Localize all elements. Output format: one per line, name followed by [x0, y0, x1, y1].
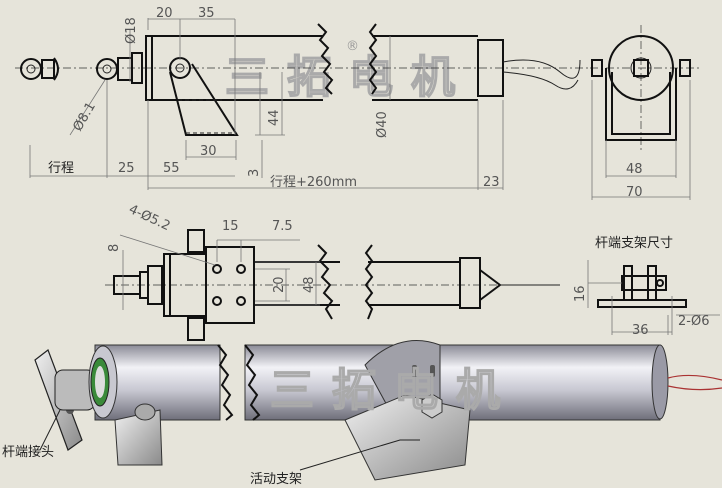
- dim-23: 23: [483, 175, 500, 190]
- dim-70: 70: [626, 185, 643, 200]
- dim-7-5: 7.5: [272, 219, 293, 234]
- dim-dia8-1: Ø8.1: [70, 100, 98, 134]
- dim-15: 15: [222, 219, 239, 234]
- label-movable-bracket: 活动支架: [250, 472, 302, 487]
- dim-8: 8: [107, 244, 122, 252]
- dim-20-side: 20: [272, 276, 287, 293]
- dim-30: 30: [200, 144, 217, 159]
- dim-55: 55: [163, 161, 180, 176]
- dim-dia40: Ø40: [375, 111, 390, 138]
- dim-20: 20: [156, 6, 173, 21]
- registered-mark: ®: [346, 39, 359, 54]
- end-view: 48 70: [590, 25, 700, 200]
- rod-bracket-title: 杆端支架尺寸: [595, 236, 673, 251]
- mount-holes: [212, 264, 246, 306]
- dim-holes: 4-Ø5.2: [126, 202, 172, 234]
- dim-2-holes: 2-Ø6: [678, 314, 709, 329]
- dim-stroke: 行程: [48, 161, 74, 176]
- dim-16: 16: [573, 285, 588, 302]
- dim-35: 35: [198, 6, 215, 21]
- label-rod-joint: 杆端接头: [2, 444, 54, 460]
- dim-dia18: Ø18: [124, 17, 139, 44]
- watermark-bottom: 三拓电机: [270, 365, 518, 416]
- dim-25: 25: [118, 161, 135, 176]
- watermark-top: 三拓电机: [225, 52, 473, 103]
- dim-48: 48: [626, 162, 643, 177]
- dim-48-side: 48: [302, 276, 317, 293]
- dim-total-length: 行程+260mm: [270, 175, 357, 190]
- dim-36: 36: [632, 323, 649, 338]
- side-view: 4-Ø5.2 15 7.5 8 20 48: [105, 202, 560, 341]
- dim-3: 3: [247, 169, 262, 177]
- iso-view: 三拓电机 杆端接头 活动支架: [2, 340, 722, 487]
- rod-bracket-detail: 杆端支架尺寸 16 36 2-Ø6: [573, 236, 720, 338]
- dim-44: 44: [267, 109, 282, 126]
